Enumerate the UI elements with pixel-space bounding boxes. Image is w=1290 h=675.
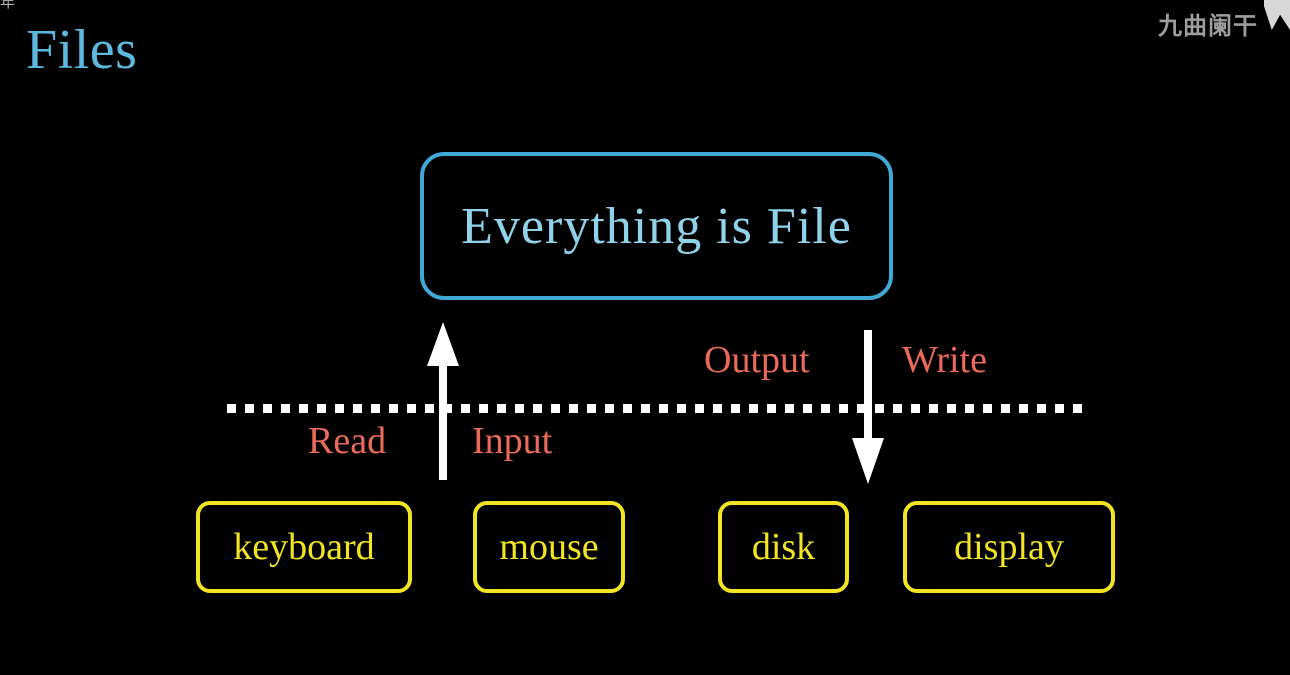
kernel-userspace-divider [227, 404, 1084, 413]
output-write-arrow-icon [852, 330, 884, 484]
concept-box: Everything is File [420, 152, 893, 300]
device-box-display: display [903, 501, 1115, 593]
input-read-arrow-icon [427, 322, 459, 480]
device-label-mouse: mouse [499, 526, 599, 568]
device-label-keyboard: keyboard [233, 526, 375, 568]
video-logo-icon [1264, 0, 1290, 30]
device-box-mouse: mouse [473, 501, 625, 593]
device-label-display: display [954, 526, 1064, 568]
device-box-disk: disk [718, 501, 849, 593]
flow-label-output: Output [704, 339, 810, 381]
page-title: Files [26, 19, 138, 81]
channel-watermark: 九曲阑干 [1158, 12, 1258, 40]
concept-box-label: Everything is File [461, 197, 852, 255]
watermark-corner-fragment: 年 [0, 0, 16, 11]
device-box-keyboard: keyboard [196, 501, 412, 593]
flow-label-read: Read [308, 420, 387, 462]
flow-label-write: Write [902, 339, 987, 381]
device-label-disk: disk [751, 526, 816, 568]
flow-label-input: Input [472, 420, 553, 462]
